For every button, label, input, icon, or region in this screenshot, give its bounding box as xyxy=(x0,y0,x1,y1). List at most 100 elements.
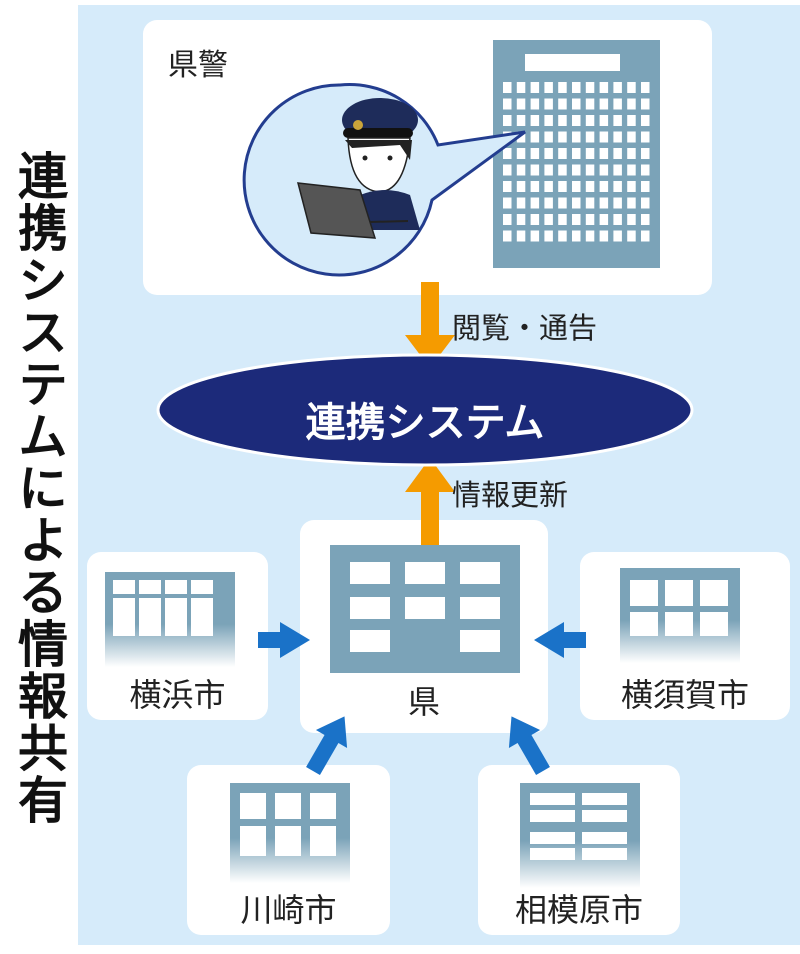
window xyxy=(585,131,595,143)
system-label: 連携システム xyxy=(305,400,545,446)
window xyxy=(585,98,595,110)
kawasaki-label: 川崎市 xyxy=(240,891,337,929)
window xyxy=(599,181,609,192)
window xyxy=(544,164,553,176)
window xyxy=(627,98,636,110)
window xyxy=(599,164,609,176)
window xyxy=(585,148,595,159)
window xyxy=(558,115,567,126)
arrow-kawasaki-to-prefecture-icon xyxy=(306,716,348,775)
window xyxy=(572,98,581,110)
window xyxy=(627,148,636,159)
system-ellipse xyxy=(156,353,694,467)
arrow-up-info-update-icon xyxy=(405,458,455,545)
window xyxy=(516,98,526,110)
yokohama-label: 横浜市 xyxy=(129,676,226,714)
window xyxy=(503,197,512,209)
window xyxy=(516,197,526,209)
window xyxy=(641,115,650,126)
window xyxy=(613,148,622,159)
sagamihara-building-icon xyxy=(520,783,640,888)
window xyxy=(613,197,622,209)
window xyxy=(627,115,636,126)
window xyxy=(572,181,581,192)
window xyxy=(599,197,609,209)
window xyxy=(516,181,526,192)
window xyxy=(627,230,636,242)
window xyxy=(613,98,622,110)
window xyxy=(572,197,581,209)
window xyxy=(627,82,636,93)
window xyxy=(516,164,526,176)
window xyxy=(530,230,540,242)
window xyxy=(516,115,526,126)
window xyxy=(599,131,609,143)
window xyxy=(627,214,636,225)
window xyxy=(613,115,622,126)
window xyxy=(613,214,622,225)
window xyxy=(585,82,595,93)
window xyxy=(585,181,595,192)
window xyxy=(530,148,540,159)
window xyxy=(572,230,581,242)
yokohama-building-icon xyxy=(105,572,235,667)
window xyxy=(585,164,595,176)
window xyxy=(503,214,512,225)
window xyxy=(503,82,512,93)
window xyxy=(544,148,553,159)
window xyxy=(544,82,553,93)
arrow-yokosuka-to-prefecture-icon xyxy=(534,622,586,658)
window xyxy=(572,131,581,143)
window xyxy=(530,115,540,126)
window xyxy=(544,131,553,143)
window xyxy=(530,214,540,225)
window xyxy=(613,131,622,143)
window xyxy=(516,148,526,159)
window xyxy=(530,181,540,192)
window xyxy=(585,230,595,242)
window xyxy=(627,164,636,176)
window xyxy=(627,131,636,143)
window xyxy=(585,214,595,225)
window xyxy=(530,131,540,143)
window xyxy=(544,197,553,209)
window xyxy=(558,82,567,93)
window xyxy=(641,82,650,93)
window xyxy=(641,148,650,159)
window xyxy=(599,115,609,126)
window xyxy=(558,230,567,242)
window xyxy=(530,98,540,110)
window xyxy=(641,98,650,110)
window xyxy=(558,197,567,209)
yokosuka-label: 横須賀市 xyxy=(620,676,749,714)
arrow-yokohama-to-prefecture-icon xyxy=(258,622,310,658)
window xyxy=(530,197,540,209)
window xyxy=(516,230,526,242)
window xyxy=(627,197,636,209)
info-update-label: 情報更新 xyxy=(452,478,569,512)
window xyxy=(599,82,609,93)
window xyxy=(558,148,567,159)
window xyxy=(613,82,622,93)
window xyxy=(627,181,636,192)
window xyxy=(641,131,650,143)
window xyxy=(572,115,581,126)
window xyxy=(530,82,540,93)
window xyxy=(641,230,650,242)
window xyxy=(516,214,526,225)
window xyxy=(585,197,595,209)
prefecture-building-icon xyxy=(330,545,520,673)
window xyxy=(503,164,512,176)
window xyxy=(544,181,553,192)
kawasaki-building-icon xyxy=(230,783,350,883)
window xyxy=(503,181,512,192)
police-label: 県警 xyxy=(168,48,228,83)
window xyxy=(503,230,512,242)
window xyxy=(503,148,512,159)
window xyxy=(544,214,553,225)
prefecture-label: 県 xyxy=(407,683,440,721)
yokosuka-building-icon xyxy=(620,568,740,663)
view-notify-label: 閲覧・通告 xyxy=(452,311,598,345)
window xyxy=(558,131,567,143)
window xyxy=(613,230,622,242)
